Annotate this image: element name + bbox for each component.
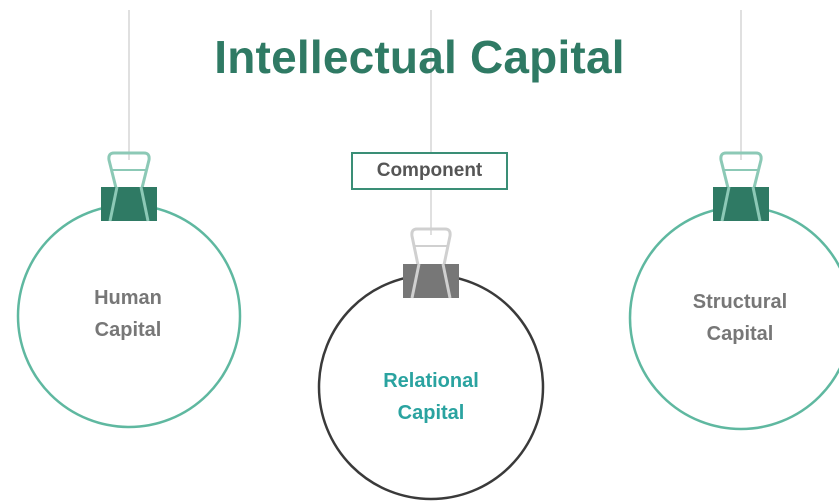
ornament-human [16,151,242,429]
relational-capital-label-line2: Capital [397,402,465,424]
relational-capital-label: Relational Capital [341,365,521,429]
ornament-relational [317,227,545,501]
human-capital-label: Human Capital [38,282,218,346]
component-tag: Component [351,152,508,190]
structural-capital-label-line2: Capital [706,323,774,345]
relational-capital-label-line1: Relational [383,370,479,392]
ornament-structural [628,151,839,431]
binder-clip-icon [713,151,769,222]
human-capital-label-line2: Capital [94,319,162,341]
structural-capital-label: Structural Capital [650,286,830,350]
binder-clip-icon [403,227,459,299]
binder-clip-icon [101,151,157,222]
structural-capital-label-line1: Structural [692,291,788,313]
human-capital-label-line1: Human [94,287,162,309]
diagram-title: Intellectual Capital [214,31,625,83]
